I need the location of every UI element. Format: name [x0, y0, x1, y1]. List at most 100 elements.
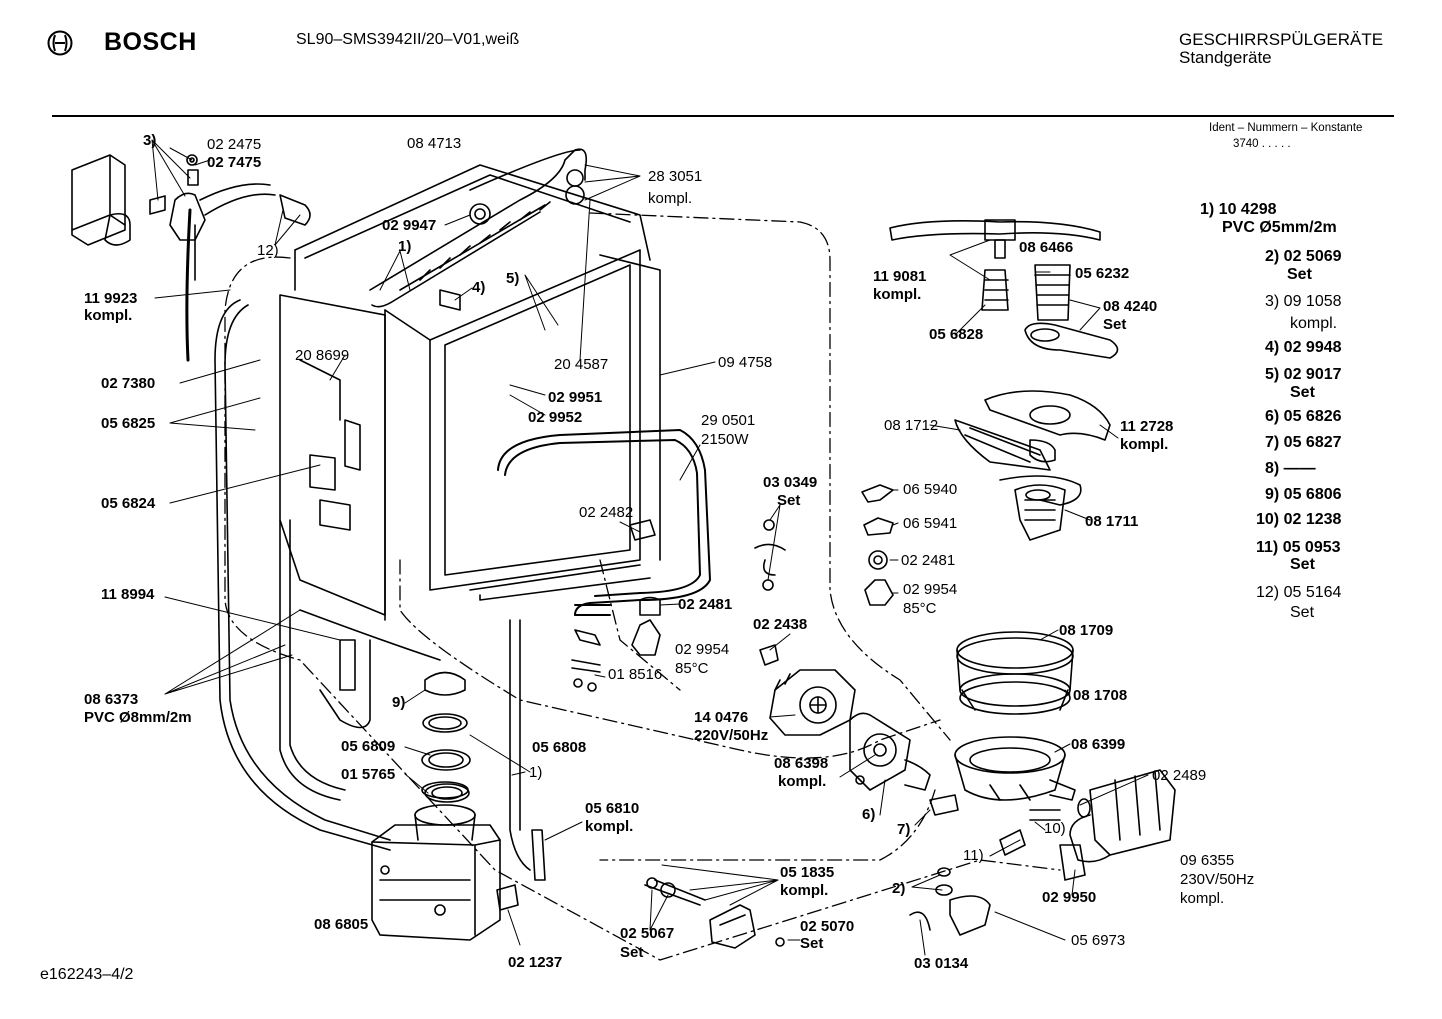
- sump-housing: [954, 736, 1076, 801]
- callout-119923a: 11 9923: [84, 290, 138, 307]
- callout-022481b: 02 2481: [901, 552, 956, 569]
- model-title: SL90–SMS3942II/20–V01,weiß: [296, 31, 520, 48]
- legend-item: 7) 05 6827: [1265, 433, 1342, 452]
- legend-key: 8): [1265, 460, 1284, 477]
- callout-10: 10): [1044, 820, 1066, 837]
- bosch-logo-icon: [47, 30, 73, 56]
- legend-key: 12): [1256, 584, 1284, 601]
- callout-2: 2): [892, 880, 906, 897]
- callout-6: 6): [862, 806, 876, 823]
- legend-key: 11): [1256, 539, 1283, 556]
- header-divider: [52, 115, 1394, 117]
- legend-key: 4): [1265, 339, 1284, 356]
- legend-part-number: 05 6827: [1283, 434, 1342, 451]
- callout-3: 3): [143, 132, 157, 149]
- legend-description: PVC Ø5mm/2m: [1222, 219, 1337, 236]
- bottom-parts: [496, 829, 991, 949]
- legend-item: 3) 09 1058: [1265, 292, 1342, 311]
- legend-key: 2): [1265, 248, 1284, 265]
- legend-part-number: 05 5164: [1283, 584, 1342, 601]
- top-spray-tube: [369, 148, 588, 311]
- callout-140476b: 220V/50Hz: [694, 727, 769, 744]
- left-hoses: [185, 183, 531, 871]
- legend-part-number: 02 9017: [1283, 366, 1342, 383]
- seal-rings: [421, 671, 471, 803]
- callout-9: 9): [392, 694, 406, 711]
- small-parts: [571, 484, 894, 692]
- legend-item: 6) 05 6826: [1265, 407, 1342, 426]
- legend-part-number: 02 9948: [1283, 339, 1342, 356]
- callout-056828: 05 6828: [929, 326, 984, 343]
- legend-part-number: 02 5069: [1283, 248, 1342, 265]
- legend-key: 7): [1265, 434, 1284, 451]
- legend-part-number: ——: [1283, 460, 1316, 477]
- callout-056824: 05 6824: [101, 495, 156, 512]
- callout-025067b: Set: [620, 944, 644, 961]
- callout-290501a: 29 0501: [701, 412, 756, 429]
- ident-value: 3740 . . . . .: [1233, 138, 1291, 150]
- callout-025067a: 02 5067: [620, 925, 675, 942]
- callout-096355b: 230V/50Hz: [1180, 871, 1255, 888]
- legend-item: 1) 10 4298: [1200, 200, 1277, 219]
- callout-056810a: 05 6810: [585, 800, 640, 817]
- legend-part-number: 10 4298: [1218, 201, 1277, 218]
- callout-051835b: kompl.: [780, 882, 829, 899]
- legend-key: 6): [1265, 408, 1284, 425]
- legend-key: 5): [1265, 366, 1284, 383]
- callout-086805: 08 6805: [314, 916, 369, 933]
- callout-283051a: 28 3051: [648, 168, 703, 185]
- softener-container: [371, 781, 501, 941]
- callout-056973: 05 6973: [1071, 932, 1126, 949]
- legend-key: 9): [1265, 486, 1284, 503]
- callout-086398b: kompl.: [778, 773, 827, 790]
- callout-065940: 06 5940: [903, 481, 958, 498]
- callout-140476a: 14 0476: [694, 709, 749, 726]
- callout-022475: 02 2475: [207, 136, 262, 153]
- callout-084713: 08 4713: [407, 135, 462, 152]
- circulation-pump: [769, 669, 959, 816]
- callout-029954b: 02 9954: [903, 581, 958, 598]
- legend-description: Set: [1287, 266, 1312, 283]
- callout-290501b: 2150W: [701, 431, 749, 448]
- callout-85b: 85°C: [903, 600, 937, 617]
- callout-051835a: 05 1835: [780, 864, 835, 881]
- legend-item: 8) ——: [1265, 459, 1316, 478]
- water-inlet-valve: [71, 154, 311, 246]
- callout-119081b: kompl.: [873, 286, 922, 303]
- callout-118994: 11 8994: [101, 586, 155, 603]
- legend-part-number: 05 6806: [1283, 486, 1342, 503]
- callout-094758: 09 4758: [718, 354, 773, 371]
- category-title: GESCHIRRSPÜLGERÄTE: [1179, 30, 1384, 49]
- legend-description: kompl.: [1290, 315, 1338, 332]
- callout-029950: 02 9950: [1042, 889, 1097, 906]
- legend-part-number: 02 1238: [1283, 511, 1342, 528]
- callout-029951: 02 9951: [548, 389, 603, 406]
- callout-1top: 1): [398, 238, 412, 255]
- callout-5: 5): [506, 270, 520, 287]
- callout-030134: 03 0134: [914, 955, 969, 972]
- callout-7: 7): [897, 821, 911, 838]
- legend-key: 10): [1256, 511, 1284, 528]
- callout-086399: 08 6399: [1071, 736, 1126, 753]
- cabinet-frame: [294, 164, 661, 621]
- callout-029954a: 02 9954: [675, 641, 730, 658]
- callout-029952: 02 9952: [528, 409, 583, 426]
- heater-element: [497, 429, 711, 616]
- callout-85a: 85°C: [675, 660, 709, 677]
- brand-name: BOSCH: [104, 28, 197, 56]
- legend-part-number: 09 1058: [1283, 293, 1342, 310]
- callout-030349a: 03 0349: [763, 474, 818, 491]
- legend-item: 5) 02 9017: [1265, 365, 1342, 384]
- callout-084240a: 08 4240: [1103, 298, 1158, 315]
- callout-022482: 02 2482: [579, 504, 634, 521]
- callout-119081a: 11 9081: [873, 268, 927, 285]
- callout-204587: 20 4587: [554, 356, 609, 373]
- callout-084240b: Set: [1103, 316, 1127, 333]
- callout-056825: 05 6825: [101, 415, 156, 432]
- callout-056809: 05 6809: [341, 738, 396, 755]
- legend-description: Set: [1290, 556, 1315, 573]
- side-panel: [279, 294, 386, 616]
